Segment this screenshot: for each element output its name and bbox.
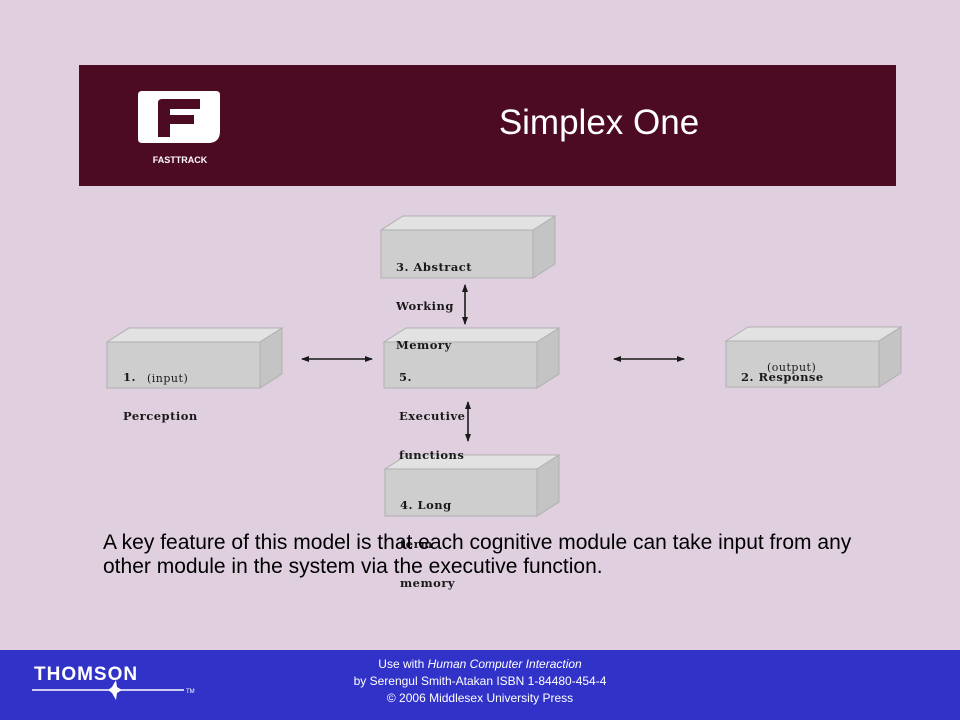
box-perception [105,327,284,389]
box-response [724,326,903,388]
box-executive-line-1: 5. [399,370,413,384]
use-with-prefix: Use with [378,657,428,671]
box-long-term-memory [383,454,561,517]
box-response-line-1: 2. Response [741,370,824,384]
logo-text: FASTTRACK [152,155,208,165]
box-executive-functions [382,327,561,389]
box-executive-label: 5. Executive functions [399,345,465,475]
box-executive-line-3: functions [399,448,465,462]
page-title: Simplex One [498,103,700,142]
box-executive-line-2: Executive [399,409,466,423]
box-abstract-line-2: Working [396,299,454,313]
box-abstract-working-memory [379,215,557,279]
box-abstract-label: 3. Abstract Working Memory [396,235,472,365]
thomson-logo: THOMSON [34,664,139,685]
thomson-star-icon: TM [32,680,195,700]
box-perception-line-1: 1. [123,370,137,384]
credits-line-2: by Serengul Smith-Atakan ISBN 1-84480-45… [353,674,607,688]
box-abstract-line-3: Memory [396,338,452,352]
box-perception-label: 1. Perception [123,345,198,436]
box-longterm-label: 4. Long term memory [400,473,455,603]
thomson-tm: TM [186,689,195,695]
box-perception-line-2: Perception [123,409,198,423]
footer-bar: THOMSON TM Use with Human Computer Inter… [0,650,960,720]
box-abstract-line-1: 3. Abstract [396,260,473,274]
box-response-label: 2. Response [741,345,824,397]
title-banner: FASTTRACK Simplex One [79,65,896,186]
fasttrack-logo-icon [138,91,220,143]
box-longterm-line-2: term [400,537,433,551]
box-response-sub: (output) [767,361,817,374]
fasttrack-logo: FASTTRACK [136,87,224,167]
body-paragraph: A key feature of this model is that each… [103,531,852,578]
box-perception-sub: (input) [147,372,189,385]
book-title: Human Computer Interaction [427,657,582,671]
box-longterm-line-3: memory [400,576,456,590]
credits: Use with Human Computer Interaction by S… [300,656,660,707]
credits-line-1: Use with Human Computer Interaction [300,656,660,673]
box-longterm-line-1: 4. Long [400,498,452,512]
credits-line-3: © 2006 Middlesex University Press [386,691,574,705]
